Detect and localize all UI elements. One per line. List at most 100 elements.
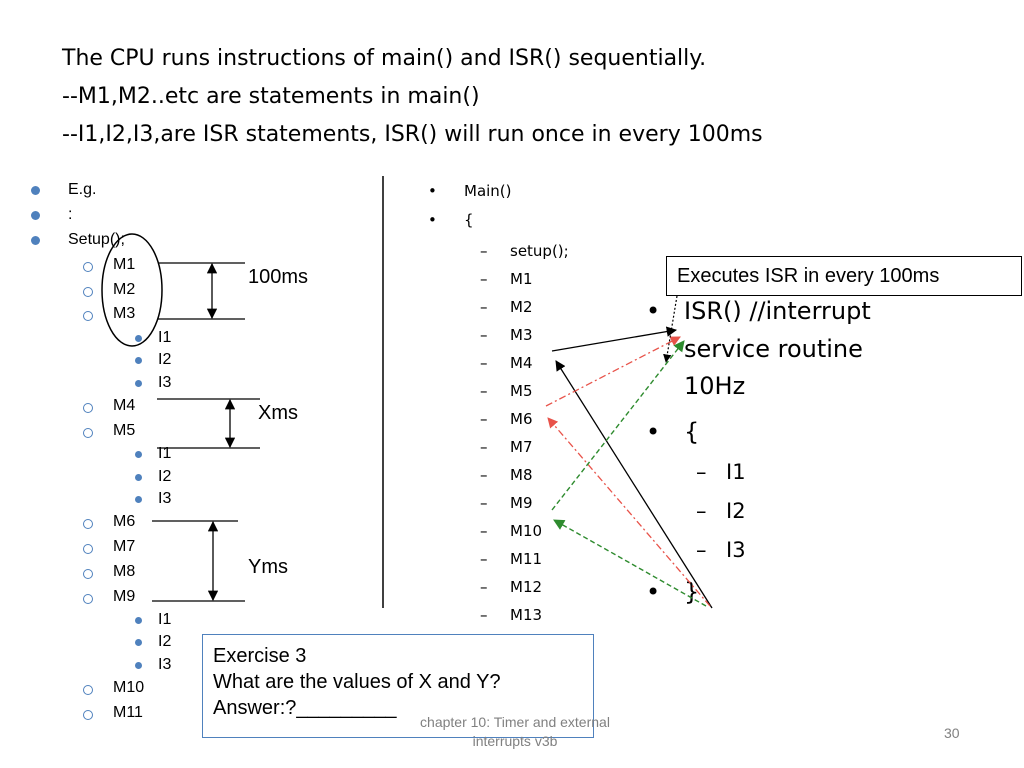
list-item-m2: M2	[113, 281, 136, 298]
list-item-i3: I3	[158, 374, 172, 391]
bullet-icon	[135, 451, 142, 458]
isr-item-i1: I1	[726, 460, 746, 484]
bullet-icon	[135, 639, 142, 646]
list-item-m5: M5	[113, 422, 136, 439]
group-ellipse	[101, 233, 163, 347]
bullet-icon: •	[646, 578, 661, 606]
bullet-icon	[135, 496, 142, 503]
main-line-m13: M13	[510, 606, 543, 624]
list-item-i3: I3	[158, 656, 172, 673]
dash-icon: –	[480, 522, 488, 540]
title-line-3: --I1,I2,I3,are ISR statements, ISR() wil…	[62, 122, 763, 147]
main-line-m3: M3	[510, 326, 533, 344]
dash-icon: –	[480, 326, 488, 344]
ring-bullet-icon	[83, 569, 93, 579]
list-item-m8: M8	[113, 563, 136, 580]
isr-item-i2: I2	[726, 499, 746, 523]
main-line-m7: M7	[510, 438, 533, 456]
dash-icon: –	[696, 499, 707, 523]
list-item-m6: M6	[113, 513, 136, 530]
dash-icon: –	[480, 466, 488, 484]
ring-bullet-icon	[83, 544, 93, 554]
exercise-question: What are the values of X and Y?	[213, 671, 501, 693]
bullet-icon	[31, 211, 40, 220]
title-line-2: --M1,M2..etc are statements in main()	[62, 84, 480, 109]
footer-caption-line-1: chapter 10: Timer and external	[420, 714, 610, 730]
list-item-i3: I3	[158, 490, 172, 507]
exercise-box: Exercise 3 What are the values of X and …	[202, 634, 594, 738]
flow-arrow-isr-return	[555, 360, 713, 609]
main-line-m9: M9	[510, 494, 533, 512]
isr-close-brace: }	[684, 578, 700, 606]
list-item-m9: M9	[113, 588, 136, 605]
flow-arrow-green-return	[553, 519, 707, 607]
page-number: 30	[944, 725, 960, 741]
dash-icon: –	[480, 298, 488, 316]
flow-arrow-green-to-isr	[551, 340, 685, 511]
dash-icon: –	[480, 270, 488, 288]
list-item-i1: I1	[158, 611, 172, 628]
list-item-eg: E.g.	[68, 181, 97, 198]
footer-caption: chapter 10: Timer and external interrupt…	[380, 713, 650, 751]
ring-bullet-icon	[83, 519, 93, 529]
list-item-i1: I1	[158, 329, 172, 346]
main-line-m5: M5	[510, 382, 533, 400]
list-item-m1: M1	[113, 256, 136, 273]
isr-line-2: service routine	[684, 335, 863, 363]
flow-arrow-main-to-isr	[551, 326, 678, 352]
bullet-icon: •	[428, 182, 437, 200]
list-item-i2: I2	[158, 351, 172, 368]
main-line-m1: M1	[510, 270, 533, 288]
main-line-m8: M8	[510, 466, 533, 484]
bullet-icon	[31, 186, 40, 195]
dash-icon: –	[696, 460, 707, 484]
isr-open-brace: {	[684, 418, 700, 446]
flow-arrow-red-return	[547, 417, 711, 607]
dash-icon: –	[480, 410, 488, 428]
dash-icon: –	[480, 606, 488, 624]
flow-arrow-red-to-isr	[545, 336, 681, 407]
ring-bullet-icon	[83, 403, 93, 413]
list-item-m11: M11	[113, 704, 143, 721]
dash-icon: –	[480, 494, 488, 512]
bullet-icon	[135, 380, 142, 387]
title-line-1: The CPU runs instructions of main() and …	[62, 46, 707, 71]
bullet-icon	[31, 236, 40, 245]
ring-bullet-icon	[83, 710, 93, 720]
dash-icon: –	[480, 438, 488, 456]
ring-bullet-icon	[83, 262, 93, 272]
main-header: Main()	[464, 182, 512, 200]
bullet-icon	[135, 335, 142, 342]
callout-pointer	[663, 295, 678, 363]
ring-bullet-icon	[83, 594, 93, 604]
bullet-icon	[135, 474, 142, 481]
dash-icon: –	[696, 538, 707, 562]
ring-bullet-icon	[83, 287, 93, 297]
main-line-m6: M6	[510, 410, 533, 428]
ring-bullet-icon	[83, 311, 93, 321]
bullet-icon	[135, 662, 142, 669]
callout-box: Executes ISR in every 100ms	[666, 256, 1022, 296]
list-item-m4: M4	[113, 397, 136, 414]
dash-icon: –	[480, 578, 488, 596]
interval-label-100ms: 100ms	[248, 266, 309, 288]
dash-icon: –	[480, 242, 488, 260]
slide-title: The CPU runs instructions of main() and …	[62, 40, 962, 154]
footer-caption-line-2: interrupts v3b	[472, 733, 558, 749]
list-item-i1: I1	[158, 445, 172, 462]
list-item-m3: M3	[113, 305, 136, 322]
dash-icon: –	[480, 550, 488, 568]
exercise-answer: Answer:?_________	[213, 697, 397, 719]
isr-item-i3: I3	[726, 538, 746, 562]
interval-label-y: Yms	[248, 556, 288, 578]
list-item-i2: I2	[158, 633, 172, 650]
main-line-m2: M2	[510, 298, 533, 316]
bullet-icon	[135, 357, 142, 364]
dash-icon: –	[480, 382, 488, 400]
main-line-m4: M4	[510, 354, 533, 372]
bullet-icon	[135, 617, 142, 624]
isr-line-3: 10Hz	[684, 372, 746, 400]
dash-icon: –	[480, 354, 488, 372]
list-item-i2: I2	[158, 468, 172, 485]
